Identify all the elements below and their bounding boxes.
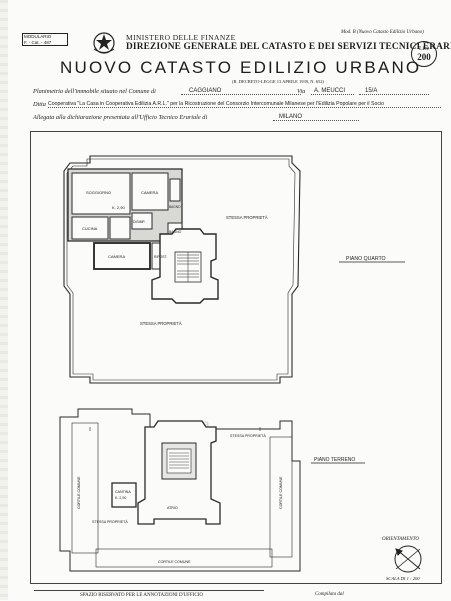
- room-cucina: CUCINA: [82, 226, 98, 231]
- scan-edge: [0, 0, 8, 600]
- lower-notes: STESSA PROPRIETÀ STESSA PROPRIETÀ CANTIN…: [77, 434, 283, 564]
- lower-propriety-left: STESSA PROPRIETÀ: [92, 520, 128, 524]
- upper-floor-label: PIANO QUARTO: [346, 256, 386, 262]
- orientation-label: ORIENTAMENTO: [382, 537, 419, 542]
- room-k-label: K. 2,90: [112, 205, 125, 210]
- upper-room-labels: SOGGIORNO CAMERA K. 2,90 BAGNO DISIMP. C…: [82, 190, 182, 259]
- allegata-label: Allegata alla dichiarazione presentata a…: [33, 114, 208, 121]
- room-bagno: BAGNO: [169, 230, 182, 234]
- floor-plan-drawing: SOGGIORNO CAMERA K. 2,90 BAGNO DISIMP. C…: [59, 155, 422, 581]
- lower-cortile-bottom: CORTILE COMUNE: [158, 560, 191, 564]
- room-soggiorno: SOGGIORNO: [86, 190, 111, 195]
- lire-value: 200: [417, 52, 431, 62]
- ditta-value: Cooperativa "La Casa in Cooperativa Edil…: [48, 101, 441, 108]
- room-bagno-top: BAGNO: [169, 205, 181, 209]
- footer-strip: [34, 590, 264, 601]
- north-arrow-icon: [394, 545, 422, 573]
- lire-label: Lire: [419, 46, 429, 52]
- footer-annotations-label: SPAZIO RISERVATO PER LE ANNOTAZIONI D'UF…: [80, 593, 203, 598]
- lower-cantina: CANTINA: [115, 490, 131, 494]
- footer-compiled-by: Compilata dal: [315, 592, 344, 597]
- via-label: Via: [297, 88, 306, 95]
- room-disimpegno: DISIMP.: [133, 220, 145, 224]
- room-ripost: RIPOST.: [154, 255, 167, 259]
- lower-cantina-h: K. 2,90: [115, 496, 126, 500]
- comune-value: CAGGIANO: [181, 88, 301, 95]
- lower-cortile-right: CORTILE COMUNE: [279, 476, 283, 509]
- lire-stamp: Lire 200: [411, 41, 437, 67]
- room-camera-top: CAMERA: [141, 190, 158, 195]
- page-title: NUOVO CATASTO EDILIZIO URBANO: [60, 58, 422, 77]
- stamp-line-2: F. - Cat. - 487: [24, 40, 52, 45]
- via-value: A. MEUCCI: [311, 88, 354, 95]
- lower-atrio: ATRIO: [167, 506, 178, 510]
- lower-propriety-top: STESSA PROPRIETÀ: [230, 434, 266, 438]
- civico-value: 15/A: [359, 88, 429, 95]
- ufficio-value: MILANO: [273, 114, 359, 121]
- direzione-title: DIREZIONE GENERALE DEL CATASTO E DEI SER…: [126, 42, 451, 52]
- decree-reference: (R. DECRETO-LEGGE 13 APRILE 1939, N. 652…: [232, 79, 325, 84]
- republic-emblem-icon: [93, 32, 115, 54]
- upper-propriety-bottom: STESSA PROPRIETÀ: [140, 321, 182, 326]
- room-camera-bottom: CAMERA: [108, 254, 125, 259]
- modulario-stamp: MODULARIO F. - Cat. - 487: [22, 33, 68, 46]
- upper-notes: STESSA PROPRIETÀ STESSA PROPRIETÀ: [140, 215, 268, 326]
- ministry-name: MINISTERO DELLE FINANZE: [126, 33, 236, 42]
- ditta-label: Ditta: [33, 101, 46, 108]
- upper-propriety-right: STESSA PROPRIETÀ: [226, 215, 268, 220]
- plan-frame: [30, 131, 442, 584]
- lower-floor-plan: [59, 408, 301, 572]
- upper-floor-plan: [63, 155, 301, 384]
- lower-floor-label: PIANO TERRENO: [314, 457, 355, 463]
- stamp-line-1: MODULARIO: [24, 34, 52, 39]
- lower-cortile-left: CORTILE COMUNE: [77, 476, 81, 509]
- model-reference: Mod. B (Nuovo Catasto Edilizio Urbano): [341, 30, 424, 35]
- scale-label: SCALA DI 1 : 200: [386, 576, 420, 581]
- planimetria-label: Planimetria dell'immobile situato nel Co…: [33, 88, 156, 95]
